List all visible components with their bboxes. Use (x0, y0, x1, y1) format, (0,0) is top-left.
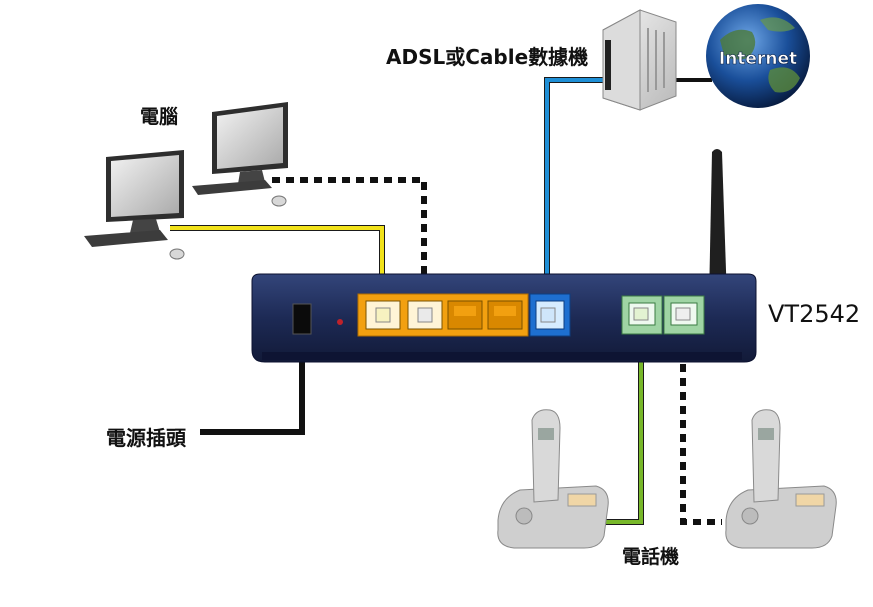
computer-back (192, 102, 288, 207)
telephone-icon-right (725, 409, 837, 549)
lan-port-3 (447, 300, 483, 330)
model-label: VT2542 (768, 300, 861, 328)
power-plug-label: 電源插頭 (106, 426, 186, 450)
lan-port-2 (407, 300, 443, 330)
modem-icon (602, 9, 677, 111)
router-icon (251, 149, 757, 363)
lan-cable-dotted (272, 177, 427, 315)
telephone-icon-left (497, 409, 609, 549)
power-port (292, 303, 312, 335)
phones-label: 電話機 (622, 546, 680, 568)
internet-label: Internet (719, 49, 797, 69)
modem-label: ADSL或Cable數據機 (386, 45, 589, 69)
phone-cable-dotted (680, 322, 722, 525)
power-cable (200, 330, 305, 435)
globe-icon (706, 4, 810, 108)
power-led (337, 319, 343, 325)
computers-label: 電腦 (140, 106, 179, 128)
lan-port-4 (487, 300, 523, 330)
computer-front (84, 150, 185, 260)
monitor-icon (84, 150, 185, 260)
monitor-icon (192, 102, 288, 207)
cables (170, 77, 722, 525)
